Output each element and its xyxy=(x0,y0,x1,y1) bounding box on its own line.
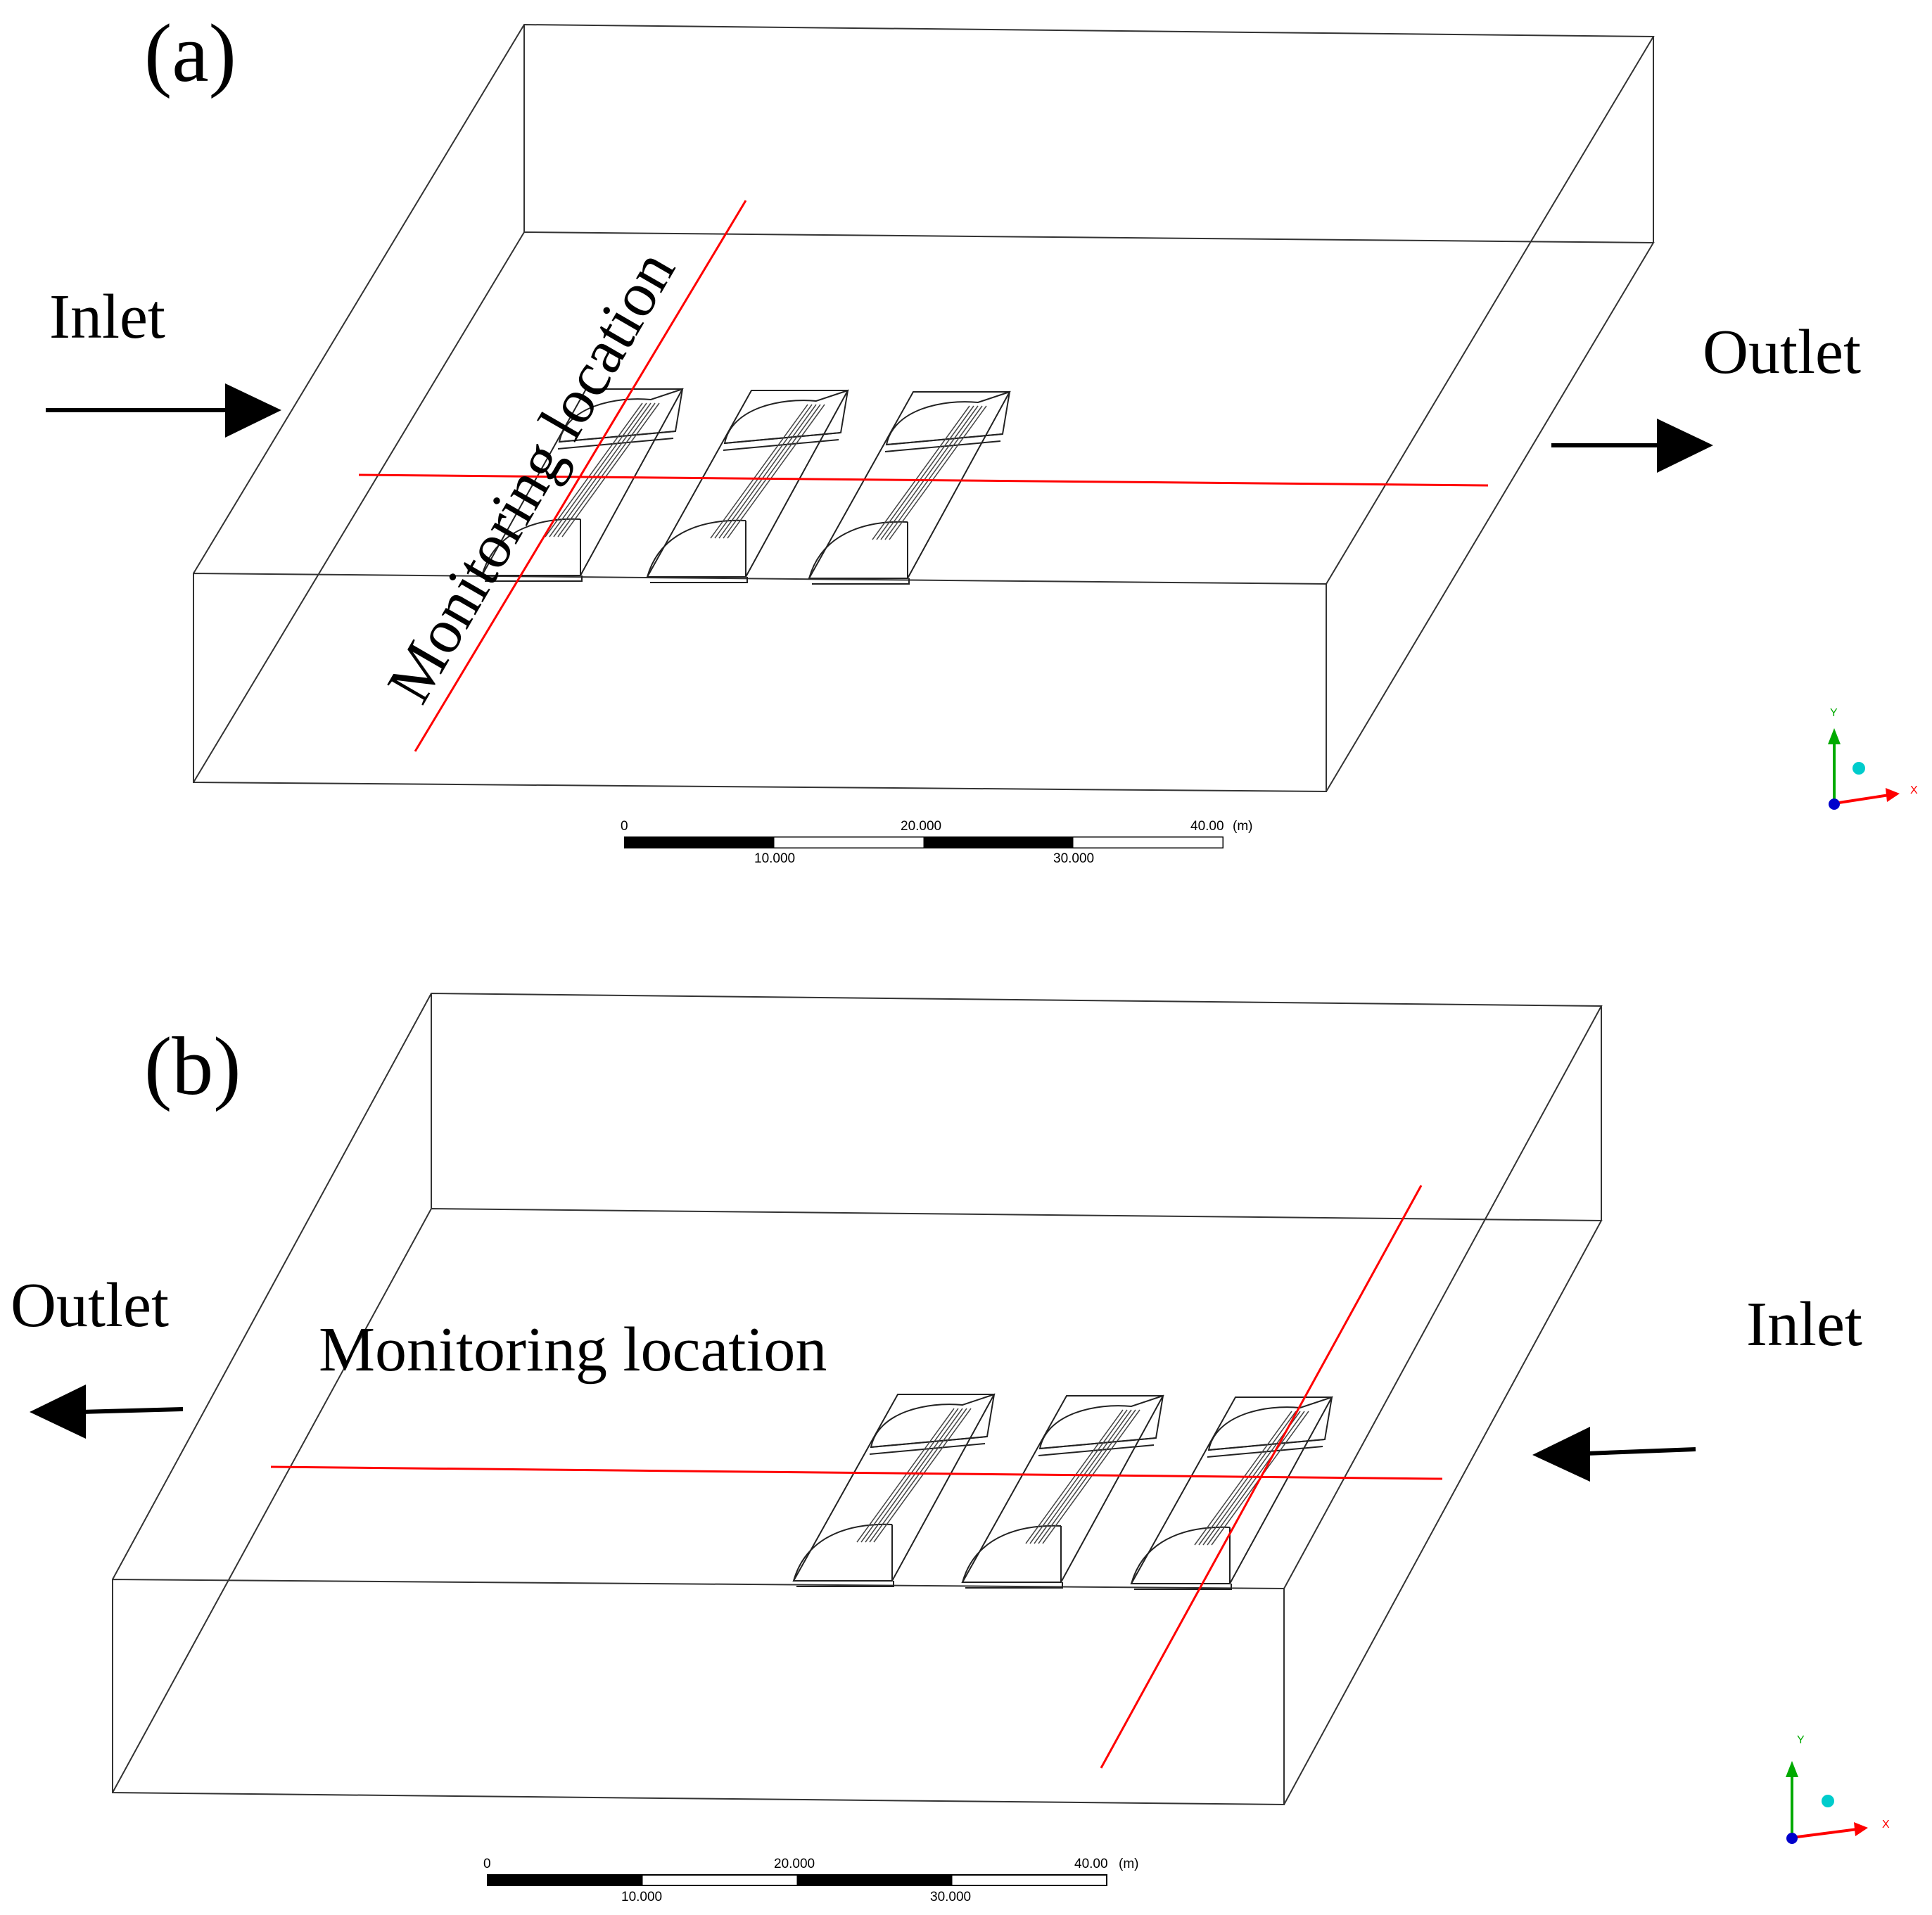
scale-a-tick-0: 0 xyxy=(621,819,628,834)
panel-a-label: (a) xyxy=(144,7,236,99)
monitoring-line-horizontal-b xyxy=(270,1465,1443,1480)
inlet-arrow-a xyxy=(46,383,281,438)
outlet-arrow-a xyxy=(1551,419,1713,473)
domain-box-b xyxy=(112,992,1603,1806)
scale-b-tick-30: 30.000 xyxy=(930,1890,971,1904)
inlet-label-a: Inlet xyxy=(49,282,165,352)
axis-a-y-label: Y xyxy=(1830,707,1838,719)
axis-a-x-label: X xyxy=(1910,784,1918,796)
scale-b-tick-20: 20.000 xyxy=(774,1857,815,1871)
panel-b-label: (b) xyxy=(144,1020,241,1112)
scale-b-tick-10: 10.000 xyxy=(621,1890,662,1904)
monitoring-line-diagonal-b xyxy=(1100,1185,1423,1769)
scale-a-tick-40: 40.00 xyxy=(1190,819,1224,834)
greenhouse-1-b xyxy=(793,1394,995,1587)
outlet-label-b: Outlet xyxy=(11,1271,169,1340)
axis-triad-a: Y X xyxy=(1828,707,1918,810)
greenhouses-b xyxy=(793,1394,1333,1590)
inlet-label-b: Inlet xyxy=(1746,1290,1862,1359)
axis-b-x-label: X xyxy=(1882,1819,1890,1831)
scale-a-unit: (m) xyxy=(1233,819,1252,834)
scale-b-tick-0: 0 xyxy=(483,1857,491,1871)
greenhouse-3-b xyxy=(1131,1397,1333,1590)
outlet-label-a: Outlet xyxy=(1703,317,1861,387)
panel-b: (b) Monitoring location Outlet Inlet xyxy=(11,992,1890,1904)
axis-b-y-label: Y xyxy=(1797,1734,1805,1746)
panel-a: (a) Monitoring location Inlet Outlet xyxy=(46,7,1918,866)
scale-a-tick-20: 20.000 xyxy=(901,819,941,834)
axis-triad-b: Y X xyxy=(1786,1734,1890,1844)
scale-bar-a: 0 20.000 40.00 (m) 10.000 30.000 xyxy=(621,819,1252,866)
monitoring-label-b: Monitoring location xyxy=(319,1315,827,1385)
scale-bar-b: 0 20.000 40.00 (m) 10.000 30.000 xyxy=(483,1857,1138,1904)
scale-a-tick-30: 30.000 xyxy=(1053,851,1094,866)
scale-a-tick-10: 10.000 xyxy=(754,851,795,866)
domain-box-a xyxy=(193,23,1655,793)
monitoring-line-diagonal-a xyxy=(414,200,747,752)
inlet-arrow-b xyxy=(1532,1427,1696,1482)
greenhouse-2-b xyxy=(962,1395,1164,1589)
scale-b-tick-40: 40.00 xyxy=(1074,1857,1108,1871)
monitoring-line-horizontal-a xyxy=(358,473,1489,487)
scale-b-unit: (m) xyxy=(1119,1857,1138,1871)
outlet-arrow-b xyxy=(30,1385,184,1439)
greenhouse-3-a xyxy=(808,391,1010,585)
